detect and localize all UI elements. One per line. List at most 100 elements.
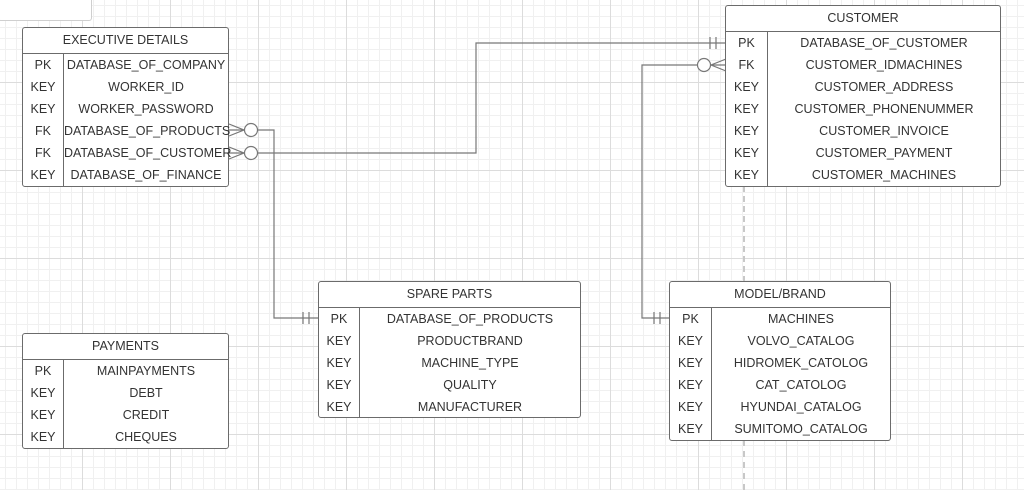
entity-row[interactable]: KEY CUSTOMER_PHONENUMMER: [726, 98, 1000, 120]
entity-title: CUSTOMER: [726, 6, 1000, 32]
key-type: FK: [23, 120, 64, 142]
key-type: KEY: [670, 396, 712, 418]
key-type: KEY: [319, 352, 360, 374]
entity-row[interactable]: KEY CUSTOMER_ADDRESS: [726, 76, 1000, 98]
entity-row[interactable]: KEY SUMITOMO_CATALOG: [670, 418, 890, 440]
key-type: KEY: [726, 142, 768, 164]
field-name: CUSTOMER_PAYMENT: [815, 146, 953, 160]
entity-row[interactable]: KEY CUSTOMER_INVOICE: [726, 120, 1000, 142]
key-type: FK: [726, 54, 768, 76]
key-type: PK: [319, 308, 360, 330]
key-type: KEY: [319, 396, 360, 418]
field-name: PRODUCTBRAND: [417, 334, 523, 348]
entity-row[interactable]: KEY HIDROMEK_CATOLOG: [670, 352, 890, 374]
entity-row[interactable]: KEY MACHINE_TYPE: [319, 352, 580, 374]
entity-title: SPARE PARTS: [319, 282, 580, 308]
key-type: KEY: [726, 164, 768, 186]
entity-row[interactable]: KEY CUSTOMER_PAYMENT: [726, 142, 1000, 164]
field-name: WORKER_PASSWORD: [78, 102, 214, 116]
field-name: HYUNDAI_CATALOG: [740, 400, 862, 414]
entity-rows: PK DATABASE_OF_PRODUCTS KEY PRODUCTBRAND K…: [319, 308, 580, 418]
key-type: KEY: [670, 330, 712, 352]
key-type: KEY: [23, 426, 64, 448]
key-type: FK: [23, 142, 64, 164]
entity-row[interactable]: KEY CAT_CATOLOG: [670, 374, 890, 396]
field-name: DATABASE_OF_CUSTOMER: [64, 146, 232, 160]
relationship-products[interactable]: [228, 122, 319, 325]
key-type: KEY: [726, 98, 768, 120]
entity-row[interactable]: FK CUSTOMER_IDMACHINES: [726, 54, 1000, 76]
canvas-corner-panel: [0, 0, 92, 21]
alignment-guide: [743, 186, 745, 282]
entity-row[interactable]: KEY MANUFACTURER: [319, 396, 580, 418]
field-name: HIDROMEK_CATOLOG: [733, 356, 869, 370]
field-name: CAT_CATOLOG: [755, 378, 847, 392]
entity-row[interactable]: PK DATABASE_OF_PRODUCTS: [319, 308, 580, 330]
field-name: SUMITOMO_CATALOG: [734, 422, 868, 436]
key-type: PK: [670, 308, 712, 330]
key-type: KEY: [670, 418, 712, 440]
entity-row[interactable]: KEY VOLVO_CATALOG: [670, 330, 890, 352]
key-type: KEY: [670, 352, 712, 374]
field-name: QUALITY: [443, 378, 497, 392]
alignment-guide: [743, 440, 745, 490]
field-name: MACHINES: [768, 312, 834, 326]
key-type: KEY: [319, 330, 360, 352]
entity-row[interactable]: KEY CREDIT: [23, 404, 228, 426]
key-type: KEY: [726, 120, 768, 142]
field-name: CUSTOMER_MACHINES: [811, 168, 957, 182]
entity-row[interactable]: KEY CUSTOMER_MACHINES: [726, 164, 1000, 186]
key-type: PK: [23, 54, 64, 76]
field-name: CUSTOMER_INVOICE: [819, 124, 949, 138]
entity-title: EXECUTIVE DETAILS: [23, 28, 228, 54]
field-name: CUSTOMER_PHONENUMMER: [794, 102, 974, 116]
field-name: CUSTOMER_ADDRESS: [814, 80, 954, 94]
entity-rows: PK MACHINES KEY VOLVO_CATALOG KEY HIDROMEK_…: [670, 308, 890, 440]
field-name: MANUFACTURER: [417, 400, 523, 414]
key-type: KEY: [670, 374, 712, 396]
key-type: KEY: [319, 374, 360, 396]
entity-rows: PK DATABASE_OF_CUSTOMER FK CUSTOMER_IDMACH…: [726, 32, 1000, 186]
entity-row[interactable]: PK MAINPAYMENTS: [23, 360, 228, 382]
field-name: MAINPAYMENTS: [96, 364, 196, 378]
field-name: MACHINE_TYPE: [421, 356, 519, 370]
field-name: DATABASE_OF_CUSTOMER: [800, 36, 968, 50]
field-name: DATABASE_OF_PRODUCTS: [64, 124, 231, 138]
entity-row[interactable]: KEY QUALITY: [319, 374, 580, 396]
entity-title: PAYMENTS: [23, 334, 228, 360]
entity-row[interactable]: KEY WORKER_PASSWORD: [23, 98, 228, 120]
entity-payments[interactable]: PAYMENTS PK MAINPAYMENTS KEY DEBT KEY CREDI…: [22, 333, 229, 449]
entity-row[interactable]: PK DATABASE_OF_CUSTOMER: [726, 32, 1000, 54]
key-type: PK: [23, 360, 64, 382]
entity-row[interactable]: KEY PRODUCTBRAND: [319, 330, 580, 352]
key-type: KEY: [726, 76, 768, 98]
field-name: DEBT: [129, 386, 163, 400]
key-type: KEY: [23, 98, 64, 120]
key-type: KEY: [23, 382, 64, 404]
key-type: KEY: [23, 76, 64, 98]
entity-model-brand[interactable]: MODEL/BRAND PK MACHINES KEY VOLVO_CATALOG …: [669, 281, 891, 441]
entity-customer[interactable]: CUSTOMER PK DATABASE_OF_CUSTOMER FK CUSTOM…: [725, 5, 1001, 187]
entity-spare-parts[interactable]: SPARE PARTS PK DATABASE_OF_PRODUCTS KEY PR…: [318, 281, 581, 418]
field-name: CREDIT: [122, 408, 170, 422]
entity-title: MODEL/BRAND: [670, 282, 890, 308]
entity-row[interactable]: PK MACHINES: [670, 308, 890, 330]
relationship-customer[interactable]: [228, 37, 726, 161]
field-name: CUSTOMER_IDMACHINES: [805, 58, 963, 72]
field-name: DATABASE_OF_COMPANY: [66, 58, 226, 72]
key-type: PK: [726, 32, 768, 54]
field-name: DATABASE_OF_FINANCE: [70, 168, 222, 182]
entity-row[interactable]: KEY HYUNDAI_CATALOG: [670, 396, 890, 418]
field-name: DATABASE_OF_PRODUCTS: [386, 312, 554, 326]
entity-row[interactable]: KEY DEBT: [23, 382, 228, 404]
field-name: VOLVO_CATALOG: [747, 334, 855, 348]
key-type: KEY: [23, 404, 64, 426]
